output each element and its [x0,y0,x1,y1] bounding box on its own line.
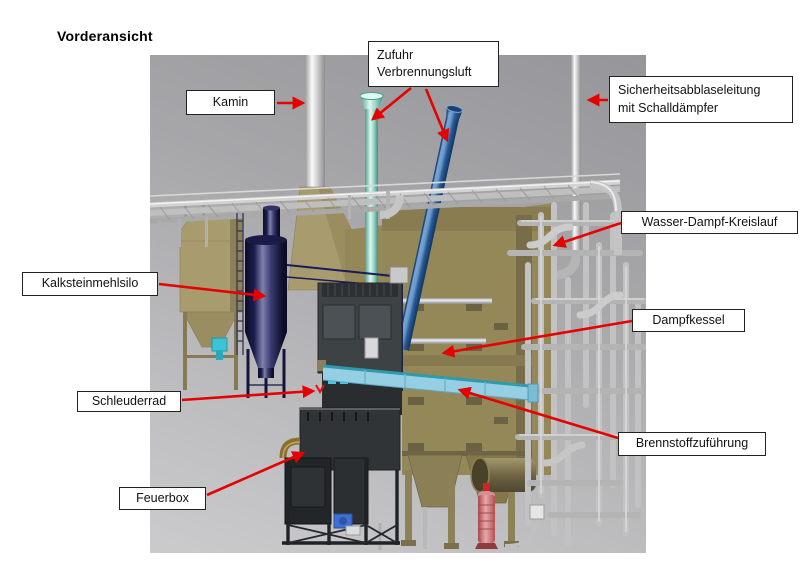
slinger-wheel-marker [315,384,325,395]
lower-drum [470,457,536,493]
combustion-air-pipe-dark [396,105,463,351]
central-mill-unit [315,266,409,415]
plant-3d-view [150,55,646,553]
label-dampfkessel: Dampfkessel [632,309,745,332]
label-kalksteinmehlsilo: Kalksteinmehlsilo [22,272,158,296]
pink-vessel [475,483,498,549]
label-schleuderrad: Schleuderrad [77,391,181,412]
bottom-piping [378,504,545,550]
label-brennstoffzufuehrung: Brennstoffzuführung [618,432,766,456]
label-kamin: Kamin [186,90,275,115]
label-sicherheitsabblaseleitung: Sicherheitsabblaseleitung mit Schalldämp… [609,76,793,123]
pipe-rack [150,173,622,255]
plant-machinery-rendering [150,55,646,550]
page-title: Vorderansicht [57,28,153,44]
chimney-stack [305,55,325,198]
water-steam-piping [507,202,646,546]
label-feuerbox: Feuerbox [119,487,206,510]
label-zufuhr-verbrennungsluft: Zufuhr Verbrennungsluft [368,41,499,87]
firebox-assembly [279,407,401,545]
filter-box [179,202,243,390]
label-wasser-dampf-kreislauf: Wasser-Dampf-Kreislauf [621,211,798,234]
